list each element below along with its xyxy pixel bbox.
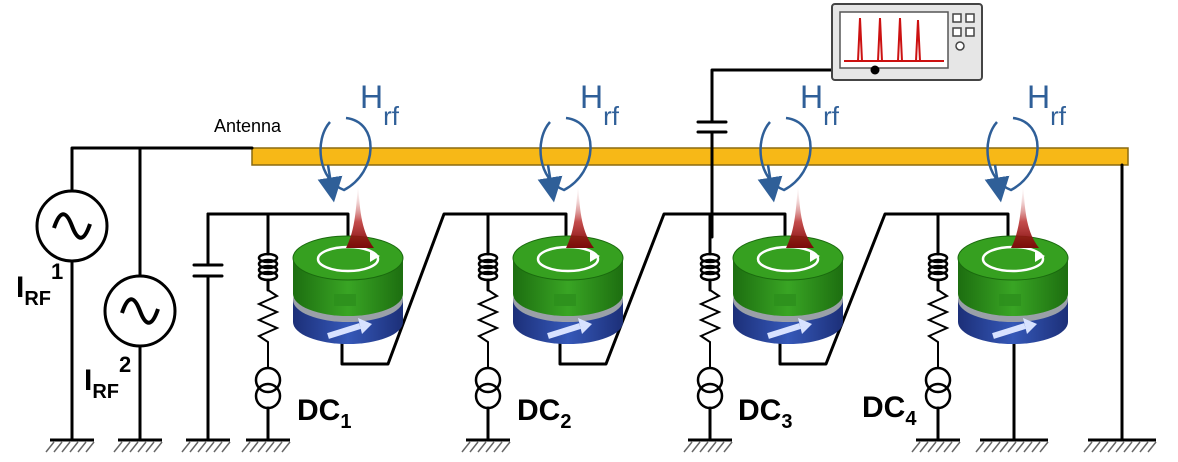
current-source-icon — [696, 366, 724, 410]
field-loop: Hrf — [757, 79, 840, 203]
oscillator-disk-icon — [292, 182, 404, 344]
dc2-label: DC2 — [517, 394, 571, 433]
antenna-bar — [251, 147, 1129, 166]
hrf-label: Hrf — [800, 79, 840, 131]
inductor-icon — [927, 252, 949, 282]
hrf-label: Hrf — [360, 79, 400, 131]
oscillator-disk-icon — [957, 182, 1069, 344]
ground-icon — [911, 438, 961, 453]
resistor-icon — [698, 289, 722, 368]
inductor-icon — [699, 252, 721, 282]
capacitor-icon — [192, 212, 224, 442]
current-source-icon — [254, 366, 282, 410]
irf2-label: IRF2 — [84, 352, 131, 403]
ground-icon — [683, 438, 733, 453]
inductor-icon — [477, 252, 499, 282]
spectrum-analyzer-icon — [831, 3, 983, 81]
ground-icon — [241, 438, 291, 453]
dc-branch — [474, 212, 502, 442]
dc4-label: DC4 — [862, 391, 917, 430]
sine-source-icon — [103, 148, 177, 442]
field-loop: Hrf — [984, 79, 1067, 203]
ground-icon — [1083, 438, 1157, 453]
dc3-label: DC3 — [738, 394, 792, 433]
dc-branch — [254, 212, 282, 442]
dc-branch — [924, 212, 952, 442]
capacitor-icon — [696, 68, 877, 239]
irf1-label: IRF1 — [16, 259, 63, 310]
field-loop: Hrf — [317, 79, 400, 203]
ground-icon — [181, 438, 231, 453]
ground-icon — [461, 438, 511, 453]
ground-icon — [975, 438, 1049, 453]
hrf-label: Hrf — [1027, 79, 1067, 131]
inductor-icon — [257, 252, 279, 282]
resistor-icon — [926, 289, 950, 368]
field-loop: Hrf — [537, 79, 620, 203]
ground-icon — [45, 438, 95, 453]
dc1-label: DC1 — [297, 394, 351, 433]
current-source-icon — [474, 366, 502, 410]
resistor-icon — [476, 289, 500, 368]
antenna-label: Antenna — [214, 116, 282, 136]
sine-source-icon — [35, 148, 109, 442]
oscillator-disk-icon — [732, 182, 844, 344]
current-source-icon — [924, 366, 952, 410]
hrf-label: Hrf — [580, 79, 620, 131]
ground-icon — [113, 438, 163, 453]
dc-branch — [696, 212, 724, 442]
oscillator-disk-icon — [512, 182, 624, 344]
resistor-icon — [256, 289, 280, 368]
